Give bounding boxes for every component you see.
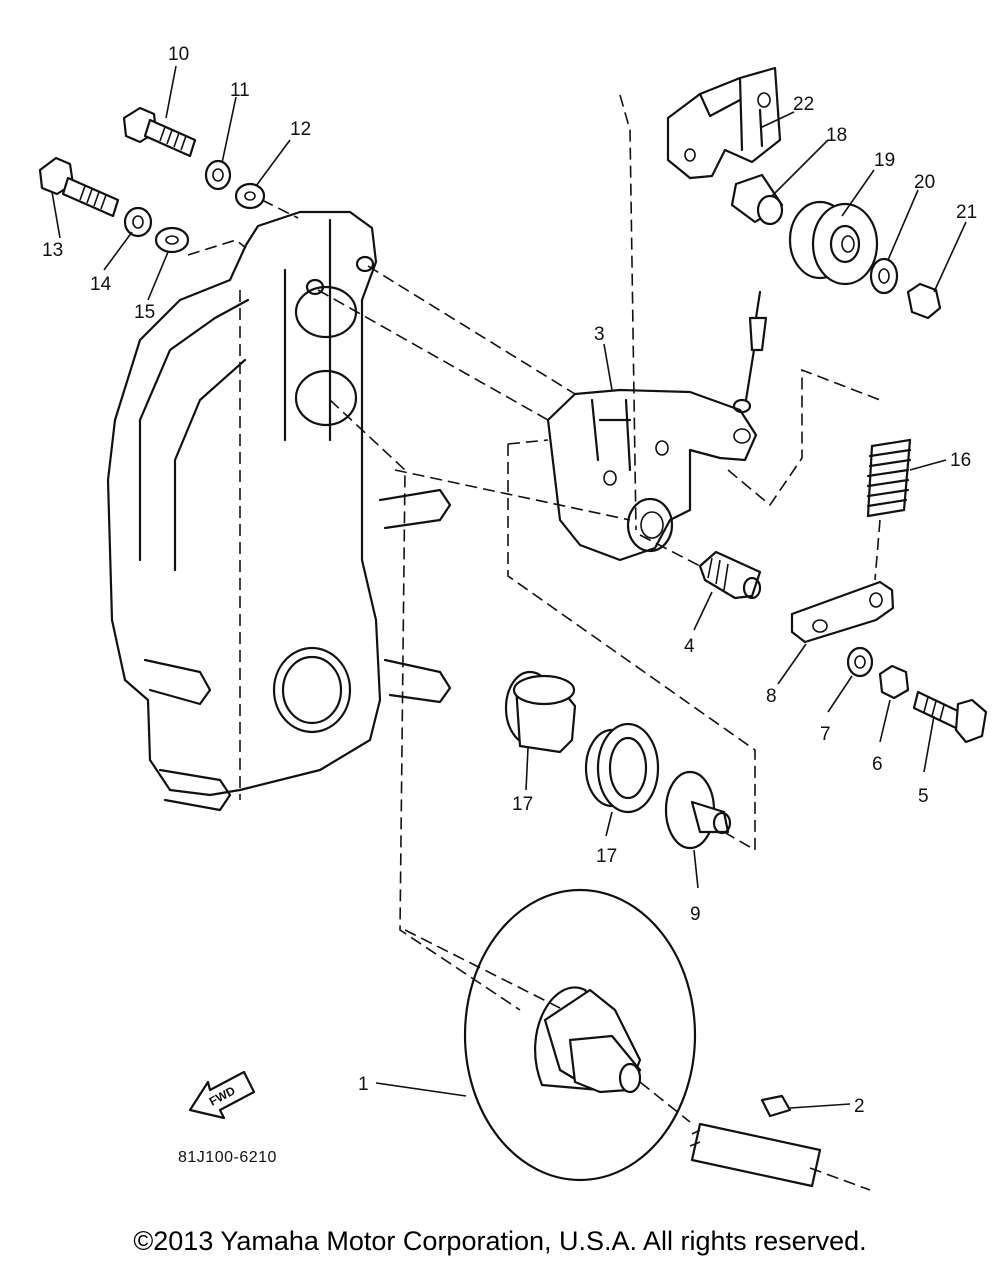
- collar-18: [730, 173, 784, 226]
- bolt-5: [912, 690, 988, 744]
- bushing-17-upper: [504, 670, 577, 754]
- bushing-17-lower: [584, 722, 660, 814]
- lever-body-3: [546, 388, 758, 562]
- washer-12: [234, 182, 266, 210]
- callout-21: 21: [956, 202, 977, 223]
- callout-12: 12: [290, 119, 311, 140]
- drawing-code: 81J100-6210: [178, 1149, 277, 1166]
- callout-9: 9: [690, 904, 701, 925]
- adjust-screw-4: [698, 550, 762, 600]
- callout-17-upper: 17: [512, 794, 533, 815]
- key-2: [760, 1094, 792, 1118]
- washer-14: [123, 206, 153, 238]
- callout-18: 18: [826, 125, 847, 146]
- callout-19: 19: [874, 150, 895, 171]
- washer-15: [154, 226, 190, 254]
- callout-11: 11: [230, 80, 250, 101]
- callout-6: 6: [872, 754, 883, 775]
- callout-5: 5: [918, 786, 929, 807]
- copyright-notice: ©2013 Yamaha Motor Corporation, U.S.A. A…: [133, 1226, 867, 1256]
- washer-7: [846, 646, 874, 678]
- callout-22: 22: [793, 94, 814, 115]
- nut-21: [906, 282, 942, 320]
- washer-20: [869, 257, 899, 295]
- bolt-10: [122, 106, 197, 158]
- callout-14: 14: [90, 274, 112, 295]
- arm-8: [790, 580, 895, 644]
- nut-6: [878, 664, 910, 700]
- cover-housing: [106, 210, 452, 812]
- callout-13: 13: [42, 240, 63, 261]
- callout-3: 3: [594, 324, 605, 345]
- callout-15: 15: [134, 302, 155, 323]
- exploded-parts-diagram: FWD 81J100-6210 10 11 12 13 14 15 22 18 …: [38, 44, 988, 1191]
- bracket-22: [666, 66, 782, 180]
- callout-8: 8: [766, 686, 777, 707]
- shaft: [689, 1122, 822, 1188]
- callout-17-lower: 17: [596, 846, 617, 867]
- spring-16: [866, 438, 912, 518]
- callout-10: 10: [168, 44, 189, 65]
- forward-direction-arrow-icon: FWD: [188, 1070, 256, 1120]
- sheave-1: [463, 888, 697, 1182]
- callout-labels: 10 11 12 13 14 15 22 18 19 20 21 3 16 4 …: [42, 44, 977, 1117]
- callout-16: 16: [950, 450, 971, 471]
- callout-4: 4: [684, 636, 695, 657]
- cam-9: [664, 770, 732, 850]
- bolt-13: [38, 156, 120, 218]
- washer-11: [204, 159, 232, 191]
- assembly-lines: [317, 94, 881, 1191]
- callout-7: 7: [820, 724, 831, 745]
- callout-2: 2: [854, 1096, 865, 1117]
- cable-end: [732, 290, 768, 414]
- callout-1: 1: [358, 1074, 369, 1095]
- pulley-19: [788, 200, 879, 286]
- callout-20: 20: [914, 172, 935, 193]
- leader-lines: [51, 65, 967, 1109]
